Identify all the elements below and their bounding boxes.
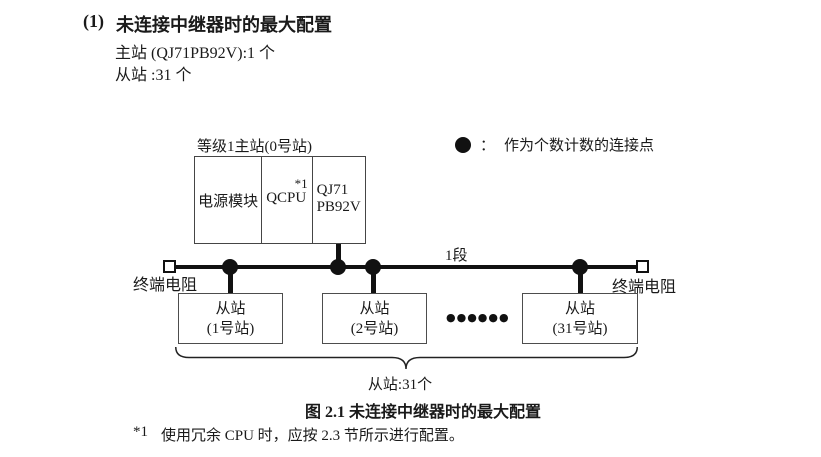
slave-total-label: 从站:31个 bbox=[367, 377, 433, 393]
connection-point-icon bbox=[455, 136, 471, 153]
pb92v-label-line2: PB92V bbox=[316, 199, 361, 215]
slave-number: (31号站) bbox=[552, 320, 608, 337]
terminating-resistor-left-label: 终端电阻 bbox=[133, 277, 198, 294]
qcpu-label: QCPU bbox=[266, 190, 307, 206]
footnote: *1 使用冗余 CPU 时，应按 2.3 节所示进行配置。 bbox=[133, 424, 464, 445]
slave-station-1-box: 从站 (1号站) bbox=[178, 293, 283, 344]
master-drop-line bbox=[336, 244, 341, 267]
slave-label: 从站 bbox=[359, 300, 390, 317]
footnote-text: 使用冗余 CPU 时，应按 2.3 节所示进行配置。 bbox=[161, 428, 464, 444]
qcpu-cell: *1 QCPU bbox=[262, 157, 313, 243]
legend-text: 作为个数计数的连接点 bbox=[504, 138, 655, 154]
pb92v-label-line1: QJ71 bbox=[316, 182, 349, 198]
terminating-resistor-left-icon bbox=[163, 260, 176, 273]
slave-number: (2号站) bbox=[350, 320, 399, 337]
master-station-box: 电源模块 *1 QCPU QJ71 PB92V bbox=[194, 156, 366, 244]
slave-label: 从站 bbox=[215, 300, 246, 317]
legend: ： 作为个数计数的连接点 bbox=[455, 134, 654, 155]
section-heading: (1) 未连接中继器时的最大配置 bbox=[83, 11, 332, 37]
bus-line bbox=[176, 265, 636, 269]
terminating-resistor-right-icon bbox=[636, 260, 649, 273]
slave-label: 从站 bbox=[564, 300, 595, 317]
slave-count-line: 从站 :31 个 bbox=[115, 67, 192, 84]
footnote-marker: *1 bbox=[133, 424, 148, 440]
slave1-drop-line bbox=[228, 267, 233, 294]
slave2-drop-line bbox=[371, 267, 376, 294]
connection-dot bbox=[330, 259, 346, 275]
segment-label: 1段 bbox=[445, 248, 468, 264]
qj71pb92v-cell: QJ71 PB92V bbox=[313, 157, 365, 243]
footnote-ref-marker: *1 bbox=[294, 176, 308, 191]
underbrace bbox=[175, 346, 638, 370]
figure-caption: 图 2.1 未连接中继器时的最大配置 bbox=[305, 404, 542, 421]
section-number: (1) bbox=[83, 11, 104, 31]
ellipsis-dots: ●●●●●● bbox=[446, 311, 510, 324]
terminating-resistor-right-label: 终端电阻 bbox=[612, 279, 677, 296]
master-station-label: 等级1主站(0号站) bbox=[197, 139, 312, 155]
power-module-cell: 电源模块 bbox=[195, 157, 263, 243]
slave-number: (1号站) bbox=[206, 320, 255, 337]
section-title: 未连接中继器时的最大配置 bbox=[116, 15, 332, 35]
slave-station-2-box: 从站 (2号站) bbox=[322, 293, 427, 344]
master-count-line: 主站 (QJ71PB92V):1 个 bbox=[115, 45, 276, 62]
legend-colon: ： bbox=[480, 138, 496, 154]
slave31-drop-line bbox=[578, 267, 583, 294]
slave-station-31-box: 从站 (31号站) bbox=[522, 293, 638, 344]
